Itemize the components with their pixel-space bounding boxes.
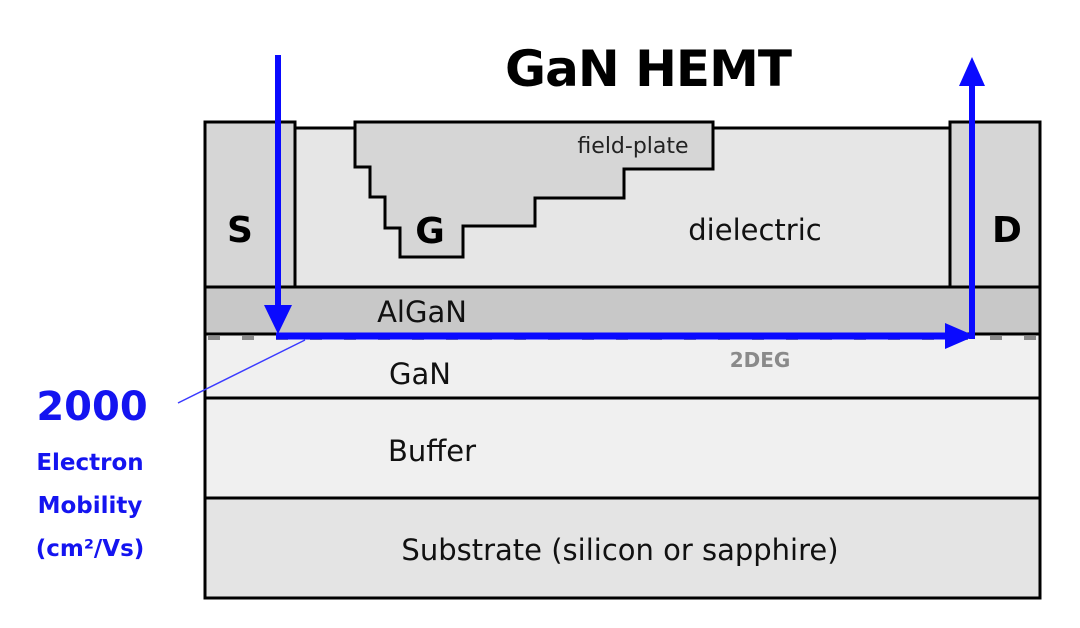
substrate-layer [203,496,1042,600]
field-plate-label: field-plate [577,134,688,159]
drain-contact [948,120,1042,289]
gan-layer [203,332,1042,400]
drain-label: D [992,210,1022,251]
diagram-title: GaN HEMT [505,40,792,98]
channel-arrowhead-icon [945,323,975,349]
algan-layer [203,285,1042,336]
dielectric-label: dielectric [688,213,821,247]
gate-field-plate [353,120,715,259]
algan-label: AlGaN [377,295,467,329]
source-arrowhead-icon [264,305,292,334]
source-label: S [227,210,253,251]
mobility-label-line2: Mobility [38,493,143,519]
buffer-label: Buffer [388,434,476,468]
buffer-layer [203,396,1042,500]
source-contact [203,120,297,289]
drain-arrowhead-icon [959,57,985,86]
mobility-unit: (cm²/Vs) [36,536,145,562]
mobility-label-line1: Electron [36,450,143,476]
mobility-value: 2000 [36,384,147,430]
2deg-label: 2DEG [730,348,791,372]
gate-label: G [415,211,445,252]
mobility-callout-line [177,339,306,404]
gan-label: GaN [389,357,451,391]
substrate-label: Substrate (silicon or sapphire) [401,533,838,567]
